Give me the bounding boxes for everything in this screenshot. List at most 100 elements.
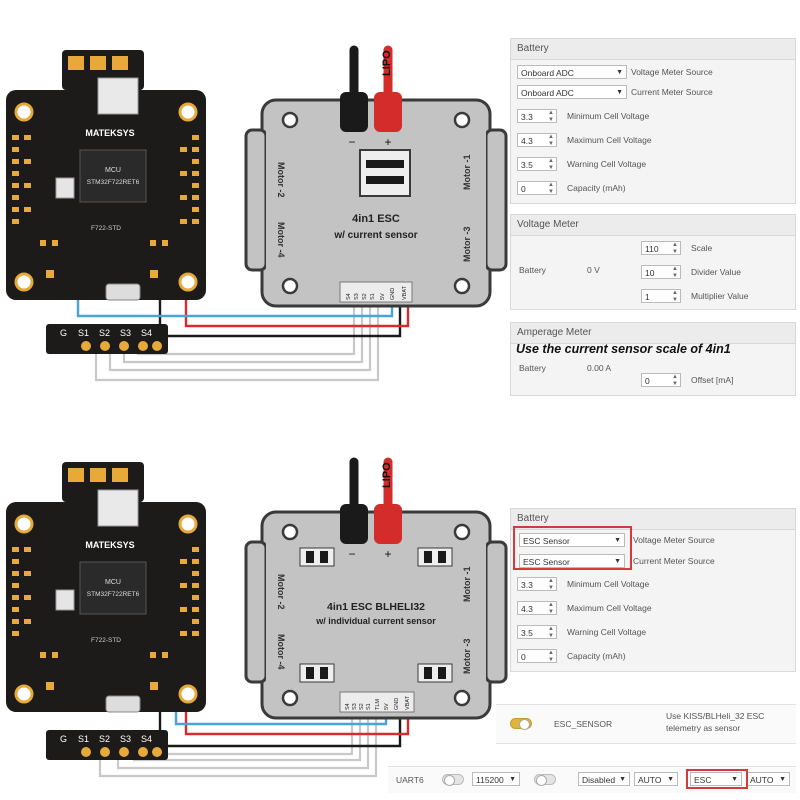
- bottom-header-s2: S2: [99, 734, 110, 744]
- bottom-current-source-select[interactable]: ESC Sensor▼: [519, 554, 625, 568]
- warning-cell-voltage-input[interactable]: 3.5▲▼: [517, 157, 557, 171]
- bottom-pin-header: G S1 S2 S3 S4: [46, 730, 168, 760]
- uart-msp-toggle[interactable]: [442, 774, 464, 786]
- uart-auto2-select[interactable]: AUTO ▼: [746, 772, 790, 786]
- spinner-icon[interactable]: ▲▼: [548, 650, 554, 663]
- spinner-icon[interactable]: ▲▼: [548, 626, 554, 639]
- field-label: Maximum Cell Voltage: [567, 603, 652, 613]
- warning-cell-voltage-input[interactable]: 3.5▲▼: [517, 625, 557, 639]
- max-cell-voltage-input[interactable]: 4.3▲▼: [517, 133, 557, 147]
- voltage-source-label: Voltage Meter Source: [631, 67, 713, 77]
- top-fc-brand: MATEKSYS: [85, 128, 134, 138]
- bottom-esc-pin: S3: [352, 703, 358, 710]
- bottom-fc-chip: STM32F722RET6: [87, 591, 140, 598]
- spinner-icon[interactable]: ▲▼: [548, 110, 554, 123]
- field-label: Divider Value: [691, 267, 741, 277]
- bottom-esc-pin: S2: [359, 703, 365, 710]
- caret-down-icon: ▼: [509, 776, 516, 783]
- top-header-s4: S4: [141, 328, 152, 338]
- top-esc-plus: +: [384, 135, 391, 149]
- select-value: 115200: [476, 775, 504, 785]
- bottom-voltage-source-select[interactable]: ESC Sensor ▼: [519, 533, 625, 547]
- spinner-icon[interactable]: ▲▼: [672, 266, 678, 279]
- toggle-knob: [444, 775, 455, 786]
- uart-mode-select[interactable]: Disabled▼: [578, 772, 630, 786]
- top-esc-motor1: Motor -1: [462, 155, 472, 191]
- bottom-header-s4: S4: [141, 734, 152, 744]
- caret-down-icon: ▼: [616, 69, 623, 76]
- caret-down-icon: ▼: [619, 776, 626, 783]
- select-value: AUTO: [638, 775, 662, 785]
- top-fc-chip: STM32F722RET6: [87, 179, 140, 186]
- bottom-esc-pin: GND: [394, 698, 400, 710]
- top-header-s2: S2: [99, 328, 110, 338]
- top-voltage-source-select[interactable]: Onboard ADC▼: [517, 65, 627, 79]
- spinner-icon[interactable]: ▲▼: [672, 290, 678, 303]
- caret-down-icon: ▼: [614, 537, 621, 544]
- top-current-source-select[interactable]: Onboard ADC▼: [517, 85, 627, 99]
- uart-serial-rx-toggle[interactable]: [534, 774, 556, 786]
- field-label: Minimum Cell Voltage: [567, 579, 650, 589]
- bottom-esc-pin: VBAT: [405, 695, 411, 710]
- top-esc: LIPO − + 4in1 ESC w/ current sensor Moto…: [244, 50, 508, 308]
- min-cell-voltage-input[interactable]: 3.3▲▼: [517, 577, 557, 591]
- bottom-header-s1: S1: [78, 734, 89, 744]
- top-esc-lipo: LIPO: [381, 50, 393, 76]
- top-header-s3: S3: [120, 328, 131, 338]
- uart-auto1-select[interactable]: AUTO▼: [634, 772, 678, 786]
- esc-sensor-toggle[interactable]: [510, 718, 532, 730]
- voltage-source-label: Voltage Meter Source: [633, 535, 715, 545]
- bottom-header-g: G: [60, 734, 67, 744]
- bottom-header-s3: S3: [120, 734, 131, 744]
- bottom-esc-pin: S1: [366, 703, 372, 710]
- esc-protocol-highlight: [686, 769, 748, 789]
- top-esc-pin: S3: [354, 293, 360, 300]
- spinner-icon[interactable]: ▲▼: [548, 602, 554, 615]
- bottom-battery-panel: Battery ESC Sensor▼ Voltage Meter Source…: [510, 508, 796, 672]
- spinner-icon[interactable]: ▲▼: [672, 374, 678, 387]
- top-fc-mcu: MCU: [105, 167, 121, 174]
- spinner-icon[interactable]: ▲▼: [672, 242, 678, 255]
- field-label: Minimum Cell Voltage: [567, 111, 650, 121]
- select-value: Onboard ADC: [521, 88, 574, 98]
- bottom-fc-model: F722-STD: [91, 637, 121, 644]
- uart-protocol-select[interactable]: ESC▼: [690, 772, 742, 786]
- top-esc-pin: S1: [370, 293, 376, 300]
- capacity-input[interactable]: 0▲▼: [517, 649, 557, 663]
- spinner-icon[interactable]: ▲▼: [548, 578, 554, 591]
- bottom-esc: LIPO − + 4in1 ESC BLHELI32 w/ individual…: [244, 462, 508, 720]
- uart-baud-select[interactable]: 115200 ▼: [472, 772, 520, 786]
- field-label: Scale: [691, 243, 713, 253]
- min-cell-voltage-input[interactable]: 3.3▲▼: [517, 109, 557, 123]
- bottom-esc-minus: −: [348, 547, 355, 561]
- esc-sensor-feature-row: ESC_SENSOR Use KISS/BLHeli_32 ESC teleme…: [496, 704, 796, 744]
- spinner-icon[interactable]: ▲▼: [548, 182, 554, 195]
- select-value: ESC Sensor: [523, 536, 570, 546]
- offset-input[interactable]: 0▲▼: [641, 373, 681, 387]
- top-voltage-meter-panel: Voltage Meter Battery 0 V 110▲▼ Scale 10…: [510, 214, 796, 310]
- current-source-label: Current Meter Source: [633, 556, 715, 566]
- meter-name: Battery: [519, 265, 546, 275]
- caret-down-icon: ▼: [779, 776, 786, 783]
- max-cell-voltage-input[interactable]: 4.3▲▼: [517, 601, 557, 615]
- bottom-esc-motor1: Motor -1: [462, 567, 472, 603]
- bottom-esc-pin: TLM: [375, 699, 381, 710]
- top-header-g: G: [60, 328, 67, 338]
- top-esc-motor3: Motor -3: [462, 227, 472, 263]
- top-esc-pin: S2: [362, 293, 368, 300]
- scale-input[interactable]: 110▲▼: [641, 241, 681, 255]
- top-esc-title1: 4in1 ESC: [352, 213, 400, 225]
- spinner-icon[interactable]: ▲▼: [548, 134, 554, 147]
- capacity-input[interactable]: 0▲▼: [517, 181, 557, 195]
- spinner-icon[interactable]: ▲▼: [548, 158, 554, 171]
- panel-title: Amperage Meter: [511, 323, 795, 344]
- divider-input[interactable]: 10▲▼: [641, 265, 681, 279]
- field-label: Maximum Cell Voltage: [567, 135, 652, 145]
- top-pin-header: G S1 S2 S3 S4: [46, 324, 168, 354]
- multiplier-input[interactable]: 1▲▼: [641, 289, 681, 303]
- select-value: AUTO: [750, 775, 774, 785]
- top-esc-pin: GND: [390, 288, 396, 300]
- field-label: Warning Cell Voltage: [567, 627, 647, 637]
- select-value: Disabled: [582, 775, 616, 785]
- top-esc-minus: −: [348, 135, 355, 149]
